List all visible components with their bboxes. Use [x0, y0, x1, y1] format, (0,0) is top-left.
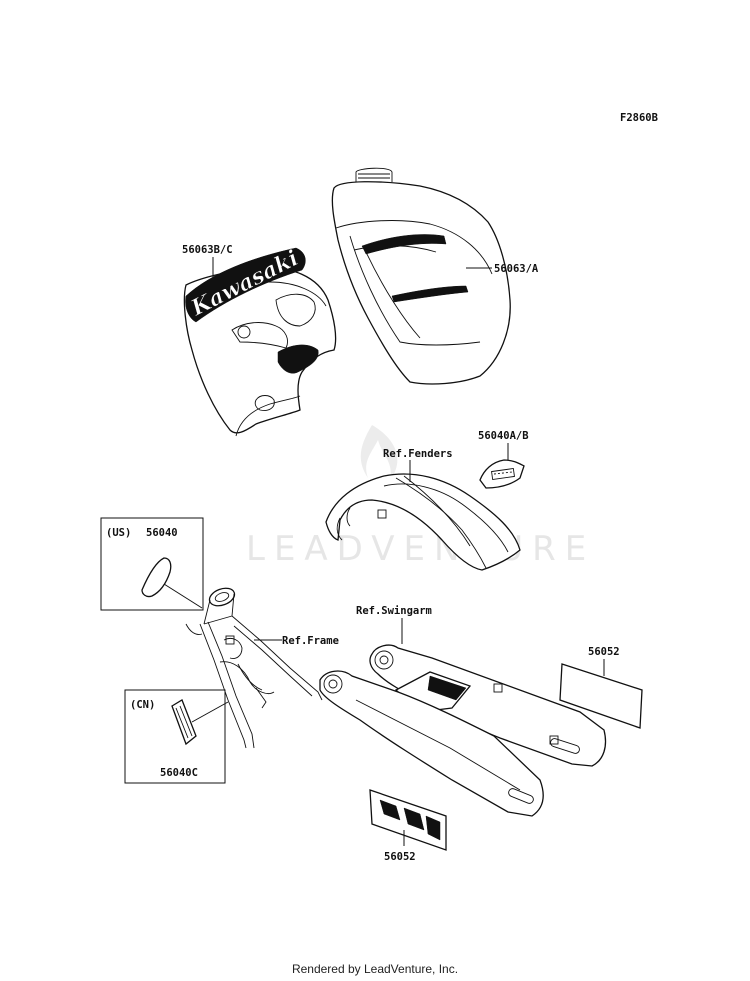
diagram-code: F2860B: [620, 112, 658, 124]
label-ref-frame: Ref.Frame: [282, 635, 339, 647]
cn-tag: (CN): [130, 699, 155, 711]
footer-credit: Rendered by LeadVenture, Inc.: [291, 962, 459, 976]
swingarm-decal-bottom[interactable]: [369, 789, 447, 851]
watermark-text: LEADVENTURE: [246, 529, 595, 569]
us-tag: (US): [106, 527, 131, 539]
label-56052-bottom: 56052: [384, 851, 416, 863]
label-ref-fenders: Ref.Fenders: [383, 448, 453, 460]
label-ref-swingarm: Ref.Swingarm: [356, 605, 432, 617]
watermark: LEADVENTURE: [246, 425, 595, 569]
label-56040: 56040: [146, 527, 178, 539]
cn-decal-box[interactable]: [124, 689, 229, 784]
swingarm[interactable]: [319, 618, 607, 817]
front-fender[interactable]: [325, 460, 521, 571]
us-decal-box[interactable]: [100, 517, 204, 611]
swingarm-decal-right[interactable]: [559, 659, 643, 729]
fuel-tank-decal[interactable]: [331, 167, 511, 385]
fender-decal-56040AB[interactable]: [479, 443, 525, 489]
label-56052-right: 56052: [588, 646, 620, 658]
label-56063BC: 56063B/C: [182, 244, 233, 256]
label-56040C: 56040C: [160, 767, 198, 779]
label-56063A: 56063/A: [494, 263, 539, 275]
label-56040AB: 56040A/B: [478, 430, 529, 442]
frame[interactable]: [185, 585, 323, 749]
radiator-shroud-decal[interactable]: Kawasaki: [183, 245, 337, 437]
